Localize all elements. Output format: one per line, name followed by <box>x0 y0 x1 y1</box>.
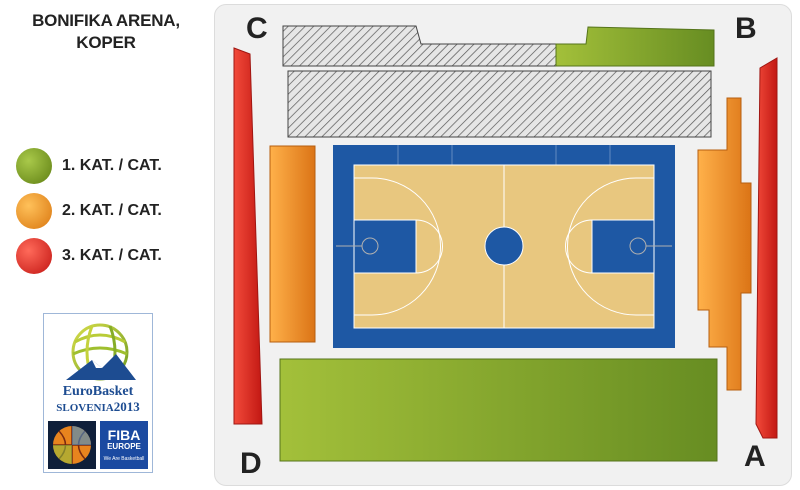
section-cat1-bottom[interactable] <box>279 358 718 462</box>
legend-label-cat1: 1. KAT. / CAT. <box>62 156 162 174</box>
corner-label-c: C <box>246 12 268 45</box>
venue-title: BONIFIKA ARENA, KOPER <box>6 10 206 54</box>
center-circle <box>484 226 524 266</box>
section-cat3-left[interactable] <box>233 47 263 425</box>
fiba-name: FIBA <box>107 427 141 443</box>
cat2-dot-icon <box>16 192 52 229</box>
logo-year: 2013 <box>113 399 140 414</box>
corner-label-a: A <box>744 440 766 473</box>
legend-item-cat1: 1. KAT. / CAT. <box>16 143 162 188</box>
corner-label-b: B <box>735 12 757 45</box>
section-cat2-left[interactable] <box>269 145 316 343</box>
section-cat3-right[interactable] <box>755 57 778 439</box>
eurobasket-ball-icon <box>66 323 136 381</box>
venue-title-line1: BONIFIKA ARENA, <box>32 11 180 30</box>
basketball-court <box>333 145 675 348</box>
legend-label-cat2: 2. KAT. / CAT. <box>62 201 162 219</box>
logo-country-year: SLOVENIA2013 <box>44 399 152 415</box>
closed-section-top-inner <box>287 70 712 138</box>
eurobasket-logo: EuroBasket SLOVENIA2013 FIBA EUROPE We A… <box>43 313 153 473</box>
corner-label-d: D <box>240 447 262 480</box>
logo-country: SLOVENIA <box>56 402 114 414</box>
cat1-dot-icon <box>16 147 52 184</box>
fiba-europe-badge: FIBA EUROPE We Are Basketball <box>100 421 148 469</box>
section-cat1-top-right[interactable] <box>555 26 715 67</box>
cat3-dot-icon <box>16 237 52 274</box>
closed-section-top-outer <box>282 25 557 67</box>
fiba-region: EUROPE <box>107 442 141 451</box>
legend-item-cat3: 3. KAT. / CAT. <box>16 233 162 278</box>
section-cat2-right[interactable] <box>697 97 752 391</box>
legend-item-cat2: 2. KAT. / CAT. <box>16 188 162 233</box>
legend-label-cat3: 3. KAT. / CAT. <box>62 246 162 264</box>
venue-title-line2: KOPER <box>76 33 136 52</box>
fiba-ball-icon <box>48 421 96 469</box>
logo-wordmark: EuroBasket <box>62 384 134 399</box>
fiba-tagline: We Are Basketball <box>103 456 145 462</box>
legend: 1. KAT. / CAT. 2. KAT. / CAT. 3. KAT. / … <box>16 143 162 278</box>
